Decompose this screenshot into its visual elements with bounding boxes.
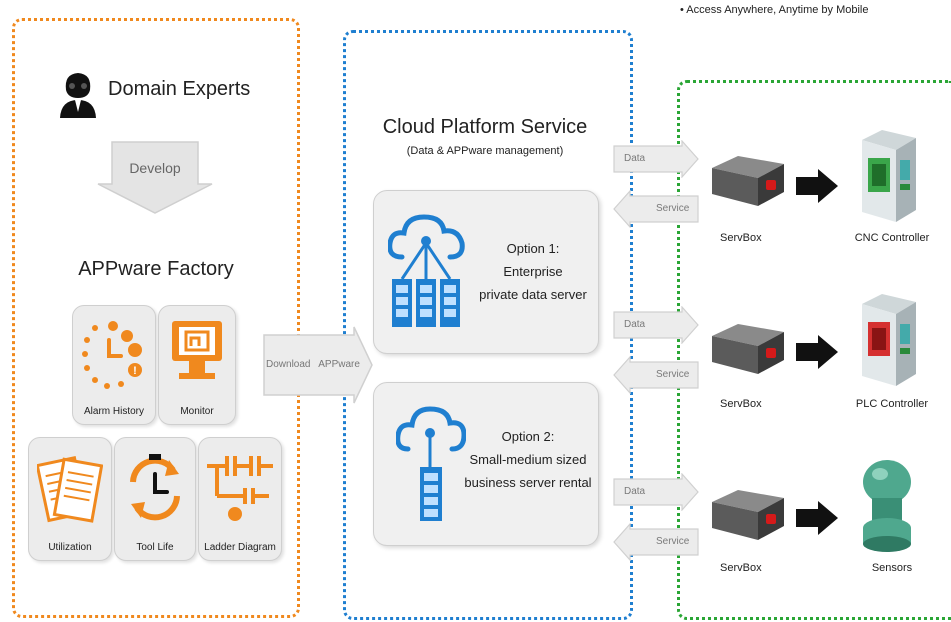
servbox-label-1: ServBox <box>720 232 762 244</box>
black-right-arrow <box>796 501 838 535</box>
sensor-icon <box>863 460 911 552</box>
black-right-arrow <box>796 335 838 369</box>
download-appware-label: Download APPware <box>266 359 360 370</box>
develop-label: Develop <box>129 160 181 176</box>
option2-line2: Small-medium sized <box>469 452 587 467</box>
service-arrow-2 <box>613 356 699 394</box>
data-label-3: Data <box>624 486 646 497</box>
appware-factory-title: APPware Factory <box>78 258 234 280</box>
data-arrow-2 <box>613 306 699 344</box>
app-label-tool-life: Tool Life <box>136 542 174 553</box>
ladder-diagram-icon <box>207 456 273 521</box>
app-label-alarm-history: Alarm History <box>83 406 144 417</box>
app-label-utilization: Utilization <box>48 542 92 553</box>
option2-box: Option 2: Small-medium sized business se… <box>373 382 599 546</box>
app-tile-ladder-diagram[interactable]: Ladder Diagram <box>198 437 282 561</box>
option1-box: Option 1: Enterprise private data server <box>373 190 599 354</box>
data-label-1: Data <box>624 153 646 164</box>
header-note: • Access Anywhere, Anytime by Mobile <box>680 4 869 16</box>
servbox-icon <box>712 490 784 540</box>
option1-line1: Option 1: <box>506 241 560 256</box>
service-label-2: Service <box>656 369 690 380</box>
app-tile-alarm-history[interactable]: ! Alarm History <box>72 305 156 425</box>
service-label-3: Service <box>656 536 690 547</box>
service-arrow-3 <box>613 523 699 561</box>
option1-line3: private data server <box>479 287 587 302</box>
plc-controller-icon <box>862 294 916 386</box>
black-right-arrow <box>796 169 838 203</box>
develop-arrow <box>97 141 213 214</box>
data-arrow-3 <box>613 473 699 511</box>
option1-text: Option 1: Enterprise private data server <box>470 237 596 306</box>
device-panel <box>677 80 951 620</box>
plc-controller-label: PLC Controller <box>855 398 929 410</box>
cloud-enterprise-servers-icon <box>388 214 465 327</box>
cnc-controller-icon <box>862 130 916 222</box>
cnc-controller-label: CNC Controller <box>854 232 930 244</box>
app-tile-tool-life[interactable]: Tool Life <box>114 437 196 561</box>
option1-line2: Enterprise <box>503 264 563 279</box>
cloud-single-server-icon <box>396 406 466 521</box>
servbox-label-3: ServBox <box>720 562 762 574</box>
download-appware-arrow <box>263 326 373 404</box>
monitor-icon <box>172 321 222 379</box>
option2-text: Option 2: Small-medium sized business se… <box>460 425 596 494</box>
cloud-platform-subtitle: (Data & APPware management) <box>406 145 564 157</box>
tool-life-clock-icon <box>130 454 180 521</box>
domain-experts-panel <box>12 18 300 618</box>
servbox-label-2: ServBox <box>720 398 762 410</box>
app-tile-utilization[interactable]: Utilization <box>28 437 112 561</box>
documents-icon <box>37 455 103 523</box>
domain-experts-title: Domain Experts <box>108 78 251 100</box>
sensors-label: Sensors <box>871 562 913 574</box>
option2-line3: business server rental <box>464 475 592 490</box>
servbox-icon <box>712 156 784 206</box>
app-tile-monitor[interactable]: Monitor <box>158 305 236 425</box>
service-arrow-1 <box>613 190 699 228</box>
service-label-1: Service <box>656 203 690 214</box>
cloud-platform-title: Cloud Platform Service <box>382 116 588 138</box>
alarm-clock-icon: ! <box>82 321 142 389</box>
expert-person-icon <box>60 73 96 118</box>
servbox-icon <box>712 324 784 374</box>
data-arrow-1 <box>613 140 699 178</box>
svg-text:!: ! <box>133 365 137 377</box>
option2-line1: Option 2: <box>501 429 555 444</box>
app-label-monitor: Monitor <box>180 406 214 417</box>
data-label-2: Data <box>624 319 646 330</box>
app-label-ladder-diagram: Ladder Diagram <box>204 542 276 553</box>
